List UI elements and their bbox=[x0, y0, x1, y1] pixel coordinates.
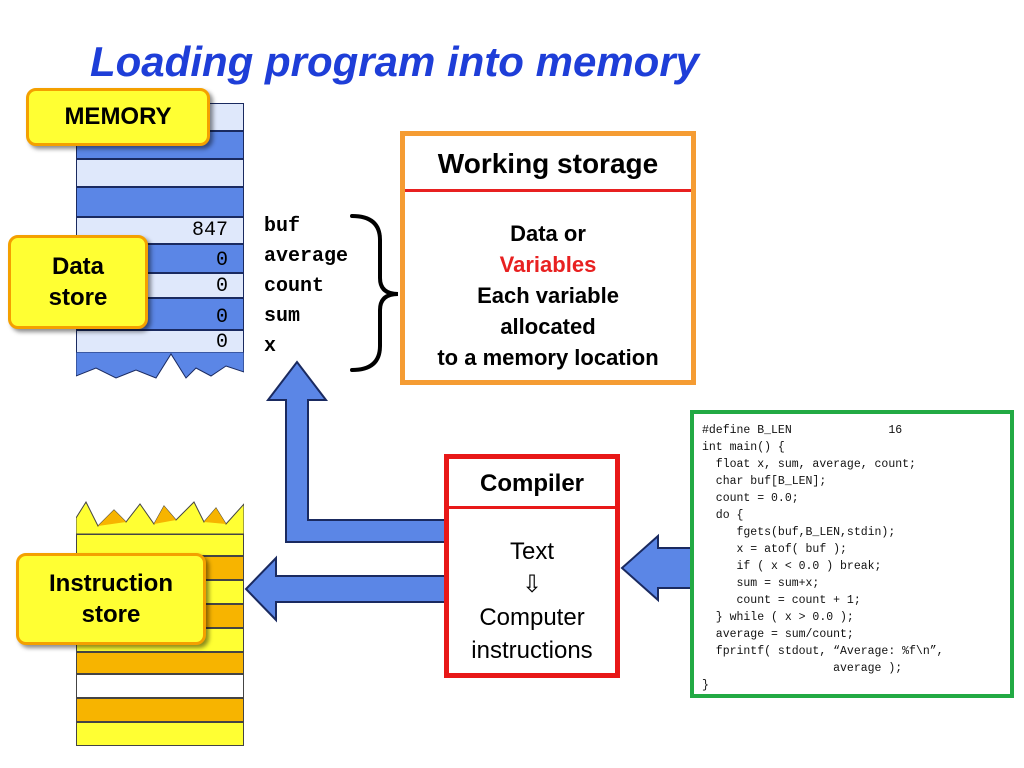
compiler-body: Text ⇩ Computer instructions bbox=[449, 535, 615, 667]
source-code: #define B_LEN 16 int main() { float x, s… bbox=[702, 424, 944, 692]
variable-name-x: x bbox=[264, 335, 277, 358]
variable-name-average: average bbox=[264, 245, 349, 268]
working-storage-box: Working storage Data or Variables Each v… bbox=[400, 131, 696, 385]
down-arrow-icon: ⇩ bbox=[521, 571, 543, 598]
variable-name-sum: sum bbox=[264, 305, 301, 328]
memory-label: MEMORY bbox=[26, 88, 210, 146]
memory-value-x: 0 bbox=[215, 331, 228, 354]
memory-value-buf: 847 bbox=[191, 219, 228, 242]
working-storage-variables: Variables bbox=[499, 252, 597, 277]
instruction-store-label-text: Instruction store bbox=[49, 569, 173, 628]
compiler-text-label: Text bbox=[509, 538, 554, 565]
arrow-to-instruction-store bbox=[244, 555, 447, 623]
working-storage-line: Data or bbox=[510, 221, 586, 246]
curly-brace bbox=[350, 214, 399, 372]
instruction-torn-edge bbox=[76, 500, 244, 534]
source-code-box: #define B_LEN 16 int main() { float x, s… bbox=[690, 410, 1014, 698]
memory-cell-x bbox=[76, 330, 244, 354]
variable-name-count: count bbox=[264, 275, 325, 298]
working-storage-title: Working storage bbox=[405, 136, 691, 192]
compiler-output-label: Computer bbox=[479, 604, 585, 631]
instruction-cell bbox=[76, 722, 244, 746]
memory-value-sum: 0 bbox=[215, 306, 228, 329]
instruction-cell bbox=[76, 698, 244, 722]
memory-cell bbox=[76, 159, 244, 187]
memory-value-count: 0 bbox=[215, 275, 228, 298]
arrow-from-code bbox=[620, 533, 693, 603]
working-storage-line: allocated bbox=[500, 314, 596, 339]
memory-torn-edge bbox=[76, 352, 244, 379]
working-storage-body: Data or Variables Each variable allocate… bbox=[405, 218, 691, 373]
arrow-to-working-storage bbox=[265, 360, 447, 543]
working-storage-line: Each variable bbox=[477, 283, 619, 308]
instruction-cell bbox=[76, 652, 244, 674]
data-store-label: Data store bbox=[8, 235, 148, 329]
data-store-label-text: Data store bbox=[48, 252, 108, 311]
memory-cell bbox=[76, 187, 244, 217]
working-storage-line: to a memory location bbox=[437, 345, 659, 370]
instruction-cell bbox=[76, 674, 244, 698]
variable-name-buf: buf bbox=[264, 215, 301, 238]
memory-value-average: 0 bbox=[215, 249, 228, 272]
page-title: Loading program into memory bbox=[90, 38, 700, 85]
instruction-store-label: Instruction store bbox=[16, 553, 206, 645]
compiler-box: Compiler Text ⇩ Computer instructions bbox=[444, 454, 620, 678]
compiler-title: Compiler bbox=[449, 459, 615, 509]
compiler-output-label: instructions bbox=[471, 637, 593, 664]
